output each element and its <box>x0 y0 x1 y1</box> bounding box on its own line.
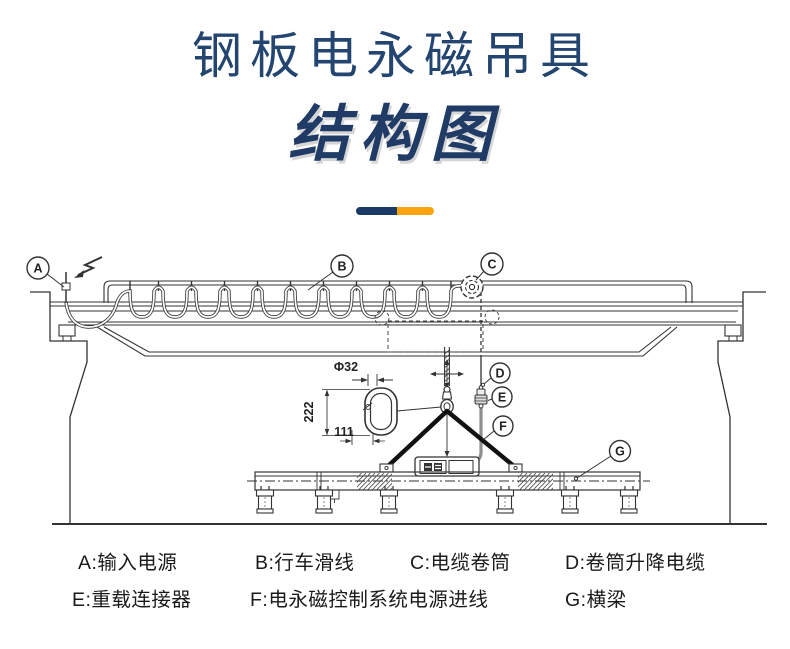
legend-item-c: C:电缆卷筒 <box>410 552 511 574</box>
control-box <box>414 456 480 477</box>
svg-text:F: F <box>499 420 507 434</box>
legend-item-b: B:行车滑线 <box>255 552 355 574</box>
page-title: 钢板电永磁吊具 <box>192 28 598 84</box>
callout-g: G <box>608 439 632 463</box>
right-pillar <box>717 291 766 524</box>
legend-item-e: E:重载连接器 <box>72 589 192 611</box>
right-end-wheel <box>724 324 742 337</box>
callout-d: D <box>489 362 511 384</box>
callout-f: F <box>492 415 514 437</box>
svg-text:D: D <box>495 367 504 381</box>
dim-ring-height: 222 <box>302 402 316 423</box>
callout-b: B <box>330 254 354 278</box>
divider-orange-segment <box>397 207 434 215</box>
svg-text:G: G <box>615 445 625 459</box>
lifting-ring-detail: Φ32 222 111 <box>302 360 442 445</box>
spreader-beam <box>247 471 650 514</box>
dim-ring-bar-diameter: Φ32 <box>334 360 358 374</box>
power-mast <box>61 272 71 303</box>
svg-text:A: A <box>33 262 42 276</box>
legend-item-f: F:电永磁控制系统电源进线 <box>250 589 489 611</box>
svg-text:B: B <box>337 260 346 274</box>
callout-a: A <box>26 256 50 280</box>
hidden-trolley <box>374 309 500 353</box>
divider-navy-segment <box>356 207 398 215</box>
center-position-mark <box>430 359 464 389</box>
left-end-wheel <box>58 324 76 337</box>
callout-e: E <box>491 386 513 408</box>
festoon-cable <box>64 284 461 329</box>
left-pillar <box>30 291 88 524</box>
magnet-units <box>255 486 639 514</box>
callout-leaders <box>46 270 612 481</box>
legend-item-a: A:输入电源 <box>78 552 178 574</box>
svg-text:C: C <box>487 258 496 272</box>
callout-c: C <box>480 252 504 276</box>
cable-reel <box>460 275 484 299</box>
legend-item-d: D:卷筒升降电缆 <box>565 552 706 574</box>
festoon-rail <box>103 280 693 303</box>
page-subtitle: 结构图 <box>288 100 502 168</box>
svg-text:E: E <box>498 391 506 405</box>
chain-sling <box>379 408 523 473</box>
legend-item-g: G:横梁 <box>565 589 627 611</box>
heavy-duty-connector <box>474 385 488 409</box>
title-divider <box>356 207 434 215</box>
dim-ring-width: 111 <box>334 425 354 439</box>
lightning-icon <box>74 256 103 278</box>
